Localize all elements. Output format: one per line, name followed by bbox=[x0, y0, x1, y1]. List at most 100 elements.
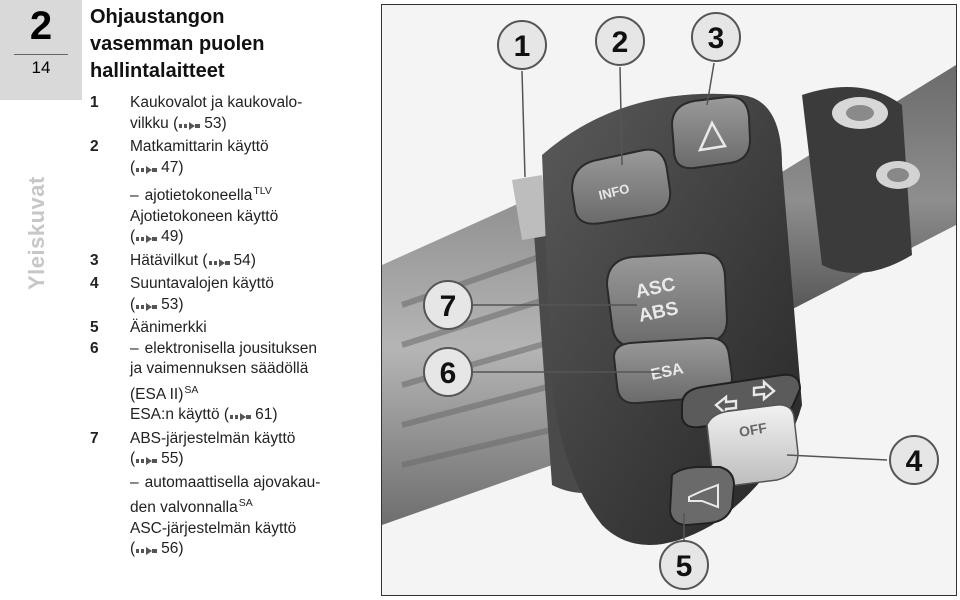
hazard-triangle-icon bbox=[697, 120, 727, 152]
svg-text:7: 7 bbox=[440, 290, 457, 323]
page-reference[interactable]: 49) bbox=[161, 228, 184, 245]
list-line: (55) bbox=[90, 449, 380, 473]
list-line: (56) bbox=[90, 539, 380, 563]
item-number: 6 bbox=[90, 339, 99, 357]
item-number: 2 bbox=[90, 138, 99, 155]
line-text: ( bbox=[130, 540, 136, 557]
superscript-tag: SA bbox=[184, 383, 199, 396]
item-text: –ajotietokoneellaTLV bbox=[130, 181, 380, 207]
item-number bbox=[90, 449, 130, 473]
line-text: ( bbox=[130, 158, 136, 176]
line-text: ( bbox=[130, 295, 136, 313]
item-text: Suuntavalojen käyttö bbox=[130, 274, 380, 295]
svg-text:6: 6 bbox=[440, 357, 457, 390]
svg-text:5: 5 bbox=[676, 550, 693, 583]
dash-marker: – bbox=[130, 339, 139, 357]
list-line: vilkku ( 53) bbox=[90, 114, 380, 138]
chapter-box: 2 14 bbox=[0, 0, 82, 100]
line-text: vilkku ( bbox=[130, 114, 179, 132]
item-number bbox=[90, 359, 130, 380]
item-number: 5 bbox=[90, 319, 99, 336]
line-text: ajotietokoneella bbox=[144, 187, 253, 204]
page-number: 14 bbox=[31, 58, 51, 77]
dash-marker: – bbox=[130, 187, 139, 204]
off-label: OFF bbox=[738, 419, 769, 440]
headlight-flasher-lever[interactable] bbox=[512, 175, 552, 240]
line-text: Matkamittarin käyttö bbox=[130, 138, 269, 155]
item-number bbox=[90, 158, 130, 182]
list-line: den valvonnallaSA bbox=[90, 493, 380, 519]
item-text: ESA:n käyttö ( 61) bbox=[130, 405, 380, 429]
title-line: Ohjaustangon bbox=[90, 6, 225, 28]
line-text: Ajotietokoneen käyttö bbox=[130, 207, 279, 225]
line-text: ( bbox=[130, 450, 136, 467]
item-number: 7 bbox=[90, 429, 99, 447]
screw-head bbox=[846, 105, 874, 121]
page-reference[interactable]: 54) bbox=[233, 251, 256, 269]
list-line: 7 ABS-järjestelmän käyttö bbox=[90, 429, 380, 450]
page-reference[interactable]: 55) bbox=[161, 450, 184, 467]
hazard-button[interactable] bbox=[670, 95, 752, 170]
page-reference[interactable]: 53) bbox=[204, 114, 227, 132]
page-reference-arrow-icon bbox=[208, 254, 231, 275]
item-text: Ajotietokoneen käyttö bbox=[130, 207, 380, 228]
info-button[interactable]: INFO bbox=[570, 148, 672, 225]
dash-marker: – bbox=[130, 473, 139, 491]
list-line: –automaattisella ajovakau- bbox=[90, 473, 380, 494]
line-text: elektronisella jousituksen bbox=[144, 339, 317, 357]
handlebar-illustration: INFO ASC ABS ESA OFF bbox=[382, 5, 956, 595]
item-number bbox=[90, 473, 130, 494]
info-button-label: INFO bbox=[597, 181, 631, 203]
item-number: 1 bbox=[90, 94, 99, 111]
turn-indicator-switch[interactable]: OFF bbox=[681, 373, 802, 486]
callout-6: 6 bbox=[423, 347, 473, 397]
page-reference[interactable]: 56) bbox=[161, 540, 184, 557]
item-text: (47) bbox=[130, 158, 380, 182]
line-text: ESA:n käyttö ( bbox=[130, 406, 230, 423]
page-reference-arrow-icon bbox=[136, 542, 158, 563]
list-line: (ESA II)SA bbox=[90, 380, 380, 406]
list-line: 1 Kaukovalot ja kaukovalo- bbox=[90, 93, 380, 114]
item-number bbox=[90, 519, 130, 540]
item-number bbox=[90, 493, 130, 519]
item-text: den valvonnallaSA bbox=[130, 493, 380, 519]
horn-button[interactable] bbox=[668, 466, 736, 527]
page-reference[interactable]: 53) bbox=[161, 295, 184, 313]
item-text: –elektronisella jousituksen bbox=[130, 339, 380, 360]
callout-leaders bbox=[472, 62, 888, 541]
page-reference[interactable]: 61) bbox=[255, 406, 278, 423]
list-line: –ajotietokoneellaTLV bbox=[90, 181, 380, 207]
line-text: automaattisella ajovakau- bbox=[144, 473, 321, 491]
page-title: Ohjaustangon vasemman puolen hallintalai… bbox=[90, 4, 380, 85]
item-text: Kaukovalot ja kaukovalo- bbox=[130, 93, 380, 114]
item-number: 4 bbox=[90, 275, 99, 292]
callout-2: 2 bbox=[595, 16, 645, 66]
callout-3: 3 bbox=[691, 12, 741, 62]
item-text: –automaattisella ajovakau- bbox=[130, 473, 380, 494]
page-reference-arrow-icon bbox=[136, 230, 158, 251]
list-line: 4 Suuntavalojen käyttö bbox=[90, 274, 380, 295]
list-line: 6 –elektronisella jousituksen bbox=[90, 339, 380, 360]
abs-asc-button[interactable]: ASC ABS bbox=[605, 251, 729, 349]
title-line: hallintalaitteet bbox=[90, 60, 225, 82]
list-line: ESA:n käyttö ( 61) bbox=[90, 405, 380, 429]
callout-4: 4 bbox=[889, 435, 939, 485]
list-line: 2 Matkamittarin käyttö bbox=[90, 137, 380, 158]
page-reference[interactable]: 47) bbox=[161, 158, 184, 176]
item-number bbox=[90, 207, 130, 228]
page-reference-arrow-icon bbox=[136, 161, 158, 182]
chapter-number: 2 bbox=[29, 4, 53, 48]
item-number bbox=[90, 380, 130, 406]
item-number bbox=[90, 181, 130, 207]
item-text: ABS-järjestelmän käyttö bbox=[130, 429, 380, 450]
item-number bbox=[90, 539, 130, 563]
item-number bbox=[90, 405, 130, 429]
svg-text:2: 2 bbox=[612, 26, 629, 59]
item-number bbox=[90, 295, 130, 319]
svg-text:4: 4 bbox=[906, 445, 923, 478]
item-text: (55) bbox=[130, 449, 380, 473]
list-line: Ajotietokoneen käyttö bbox=[90, 207, 380, 228]
line-text: Suuntavalojen käyttö bbox=[130, 275, 274, 292]
line-text: Hätävilkut ( bbox=[130, 251, 208, 269]
